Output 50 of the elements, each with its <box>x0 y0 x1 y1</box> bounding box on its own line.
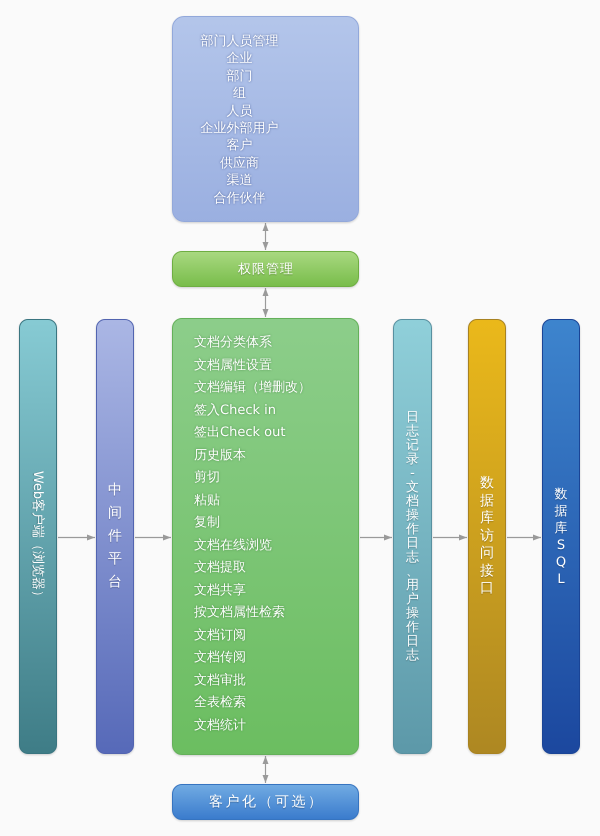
list-item: 文档统计 <box>194 716 246 734</box>
arrow <box>433 534 467 540</box>
list-item: 签出Check out <box>194 424 286 442</box>
arrow <box>507 534 541 540</box>
module-box: 客户化（可选） <box>172 784 359 820</box>
list-item: 组 <box>233 85 246 103</box>
bar-label: 数据库访问接口 <box>480 475 494 598</box>
list-item: 部门 <box>226 68 252 86</box>
list-item: 企业 <box>226 50 252 68</box>
list-item: 文档编辑（增删改） <box>194 379 311 397</box>
arrow <box>58 534 95 540</box>
vertical-bar <box>393 319 432 754</box>
list-item: 历史版本 <box>194 446 246 464</box>
list-item: 渠道 <box>226 172 252 190</box>
list-item: 文档提取 <box>194 559 246 577</box>
bar-label: 中间件平台 <box>108 481 122 592</box>
bar-label: 数据库 SQL <box>554 486 568 588</box>
arrow <box>360 534 392 540</box>
list-item: 粘贴 <box>194 492 220 510</box>
list-item: 客户 <box>226 137 252 155</box>
list-item: 文档属性设置 <box>194 356 272 374</box>
double-arrow <box>262 288 268 317</box>
bar-label: Web客户端（浏览器） <box>29 470 46 603</box>
list-item: 文档在线浏览 <box>194 536 272 554</box>
list-item: 复制 <box>194 514 220 532</box>
list-item: 部门人员管理 <box>200 33 278 50</box>
list-item: 供应商 <box>220 154 259 172</box>
module-box: 权限管理 <box>172 251 359 287</box>
list-item: 全表检索 <box>194 694 246 712</box>
double-arrow <box>262 756 268 783</box>
list-item: 文档分类体系 <box>194 334 272 352</box>
vertical-bar <box>96 319 134 754</box>
vertical-bar <box>542 319 580 754</box>
list-item: 人员 <box>226 102 252 120</box>
vertical-bar <box>468 319 506 754</box>
bar-label: 日志记录-文档操作日志、用户操作日志 <box>406 410 419 662</box>
list-item: 按文档属性检索 <box>194 604 285 622</box>
list-item: 企业外部用户 <box>200 120 278 138</box>
double-arrow <box>262 223 268 250</box>
list-item: 合作伙伴 <box>214 190 266 208</box>
arrow <box>135 534 171 540</box>
list-item: 文档审批 <box>194 672 246 690</box>
list-item: 签入Check in <box>194 402 276 420</box>
panel <box>172 318 359 755</box>
list-item: 文档订阅 <box>194 626 246 644</box>
list-item: 文档传阅 <box>194 649 246 667</box>
vertical-bar <box>19 319 57 754</box>
panel <box>172 16 359 222</box>
list-item: 剪切 <box>194 469 220 487</box>
list-item: 文档共享 <box>194 582 246 600</box>
